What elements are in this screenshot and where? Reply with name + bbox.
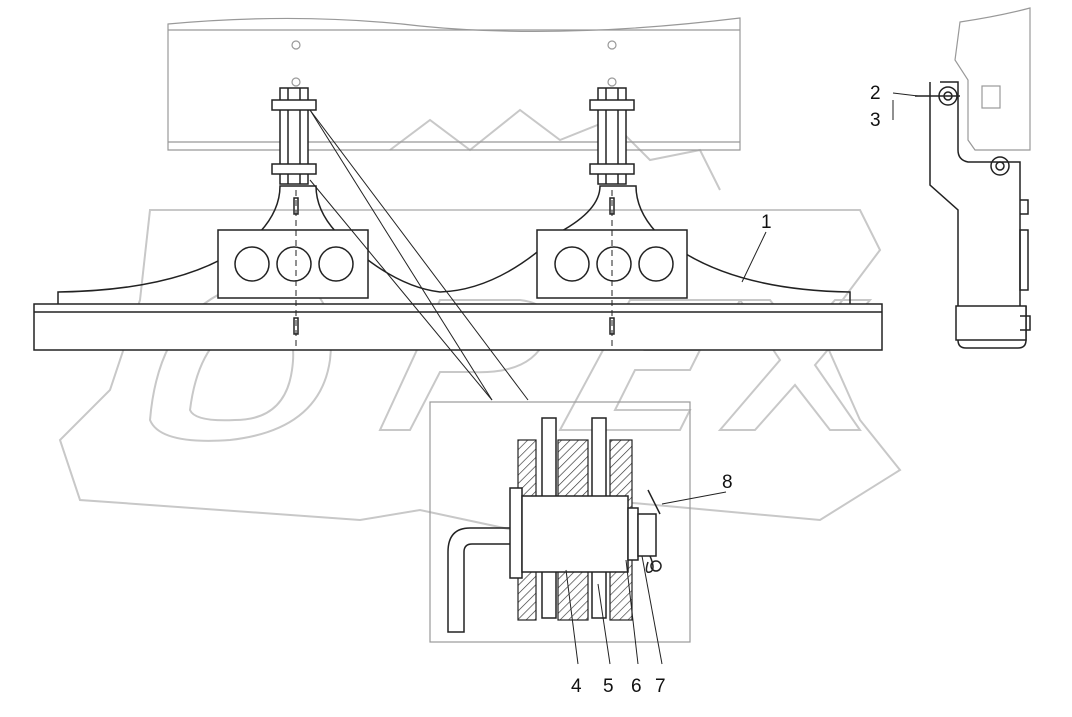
ballast-weight-assembly bbox=[33, 87, 883, 401]
callout-8: 8 bbox=[722, 472, 733, 493]
callout-2: 2 bbox=[870, 83, 881, 104]
callout-6: 6 bbox=[631, 676, 642, 697]
tractor-frame bbox=[167, 17, 741, 151]
side-view bbox=[892, 7, 1031, 349]
callout-1: 1 bbox=[761, 212, 772, 233]
pin-detail-view bbox=[429, 401, 727, 665]
callout-4: 4 bbox=[571, 676, 582, 697]
callout-3: 3 bbox=[870, 110, 881, 131]
callout-labels: 1 2 3 4 5 6 7 8 bbox=[571, 83, 881, 697]
callout-5: 5 bbox=[603, 676, 614, 697]
callout-7: 7 bbox=[655, 676, 666, 697]
